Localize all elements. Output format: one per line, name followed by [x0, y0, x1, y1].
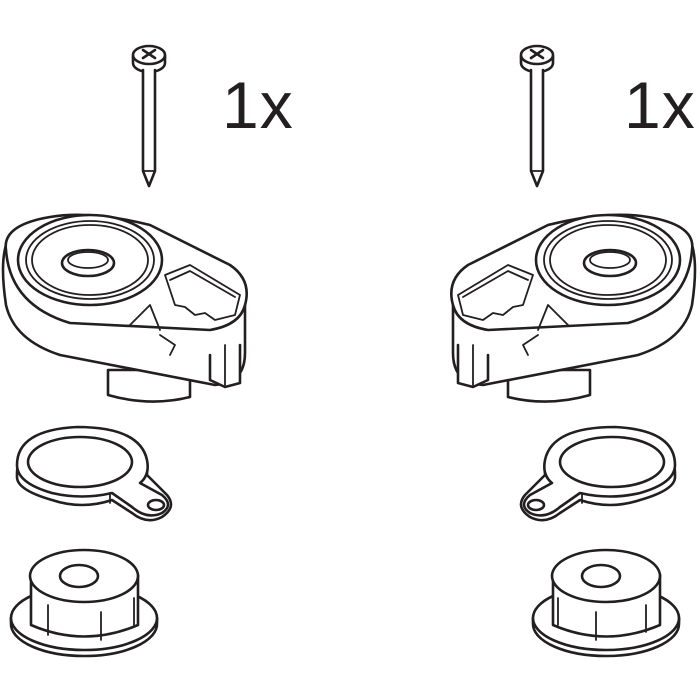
phillips-screw-icon	[131, 44, 167, 188]
left-quantity-label: 1x	[222, 68, 294, 142]
ring-washer-with-tab-icon	[15, 425, 173, 522]
flanged-nut-icon	[9, 548, 159, 658]
left-screw	[128, 38, 170, 190]
hinge-housing-icon	[1, 213, 248, 403]
right-quantity-label: 1x	[624, 68, 696, 142]
phillips-screw-icon	[519, 44, 555, 188]
left-ring-washer	[12, 425, 177, 525]
left-hinge-housing	[0, 205, 260, 415]
hinge-housing-icon	[450, 213, 697, 403]
right-ring-washer	[515, 425, 680, 525]
right-screw	[516, 38, 558, 190]
right-hinge-housing	[438, 205, 698, 415]
ring-washer-with-tab-icon	[519, 425, 677, 522]
right-flanged-nut	[528, 540, 688, 660]
left-flanged-nut	[6, 540, 166, 660]
flanged-nut-icon	[531, 548, 681, 658]
